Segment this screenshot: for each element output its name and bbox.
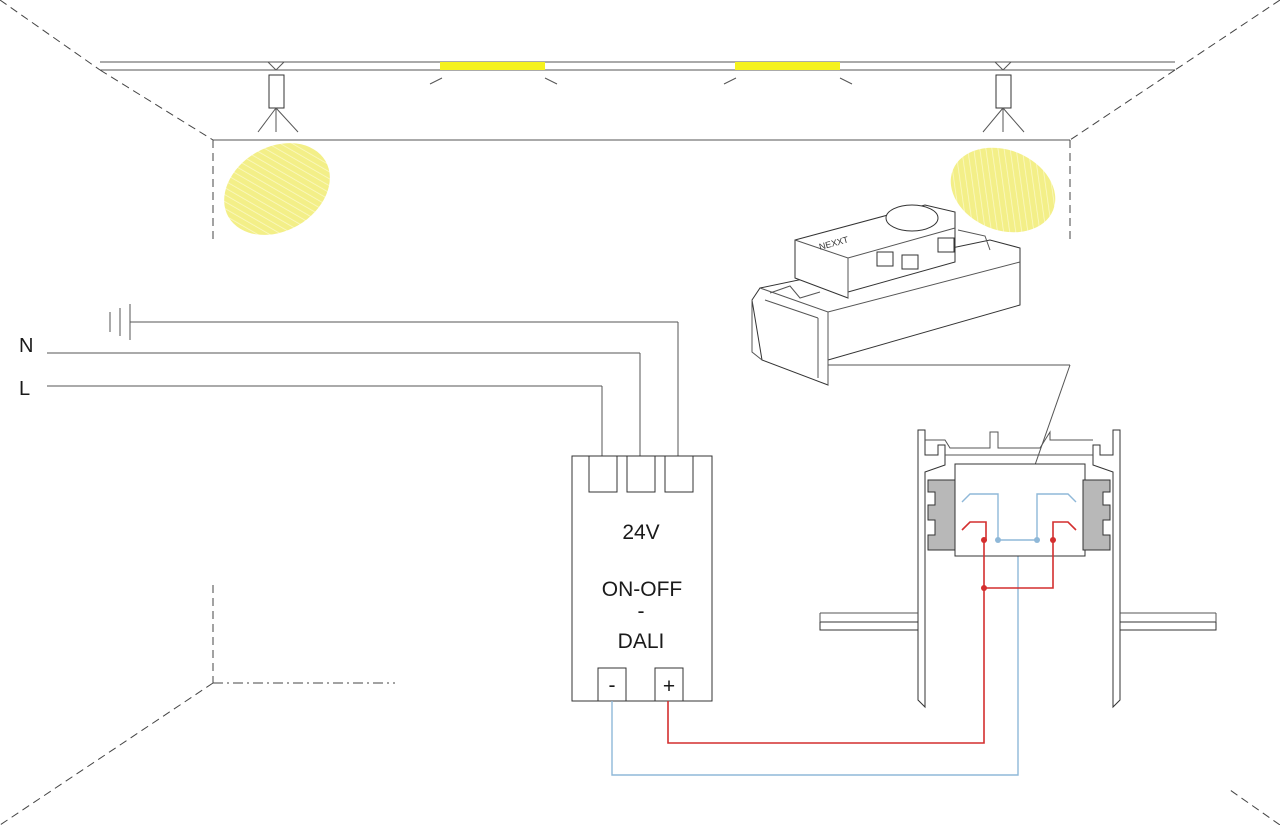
negative-output-wire [611,541,1019,776]
driver-mode-line2: DALI [618,630,665,653]
live-wire: L [19,378,603,456]
terminal-plus-label: + [663,675,675,698]
driver-mode-separator: - [638,600,645,623]
driver-voltage: 24V [622,521,659,544]
spotlight-right [950,61,1056,233]
track-profile [819,429,1217,709]
linear-led-left [440,62,545,70]
positive-output-wire [667,588,985,744]
neutral-label: N [19,335,33,357]
light-spot-left [224,143,330,235]
linear-led-right [735,62,840,70]
spotlight-left [224,61,330,235]
neutral-wire: N [19,335,641,456]
track-connector: NEXXT [751,204,1071,523]
terminal-minus-label: - [609,674,616,697]
driver-mode-line1: ON-OFF [602,578,682,601]
power-supply: 24V ON-OFF - DALI - + [571,455,713,702]
earth-symbol [109,304,679,456]
live-label: L [19,378,30,400]
ceiling-track [100,61,1175,85]
light-spot-right [950,147,1056,233]
